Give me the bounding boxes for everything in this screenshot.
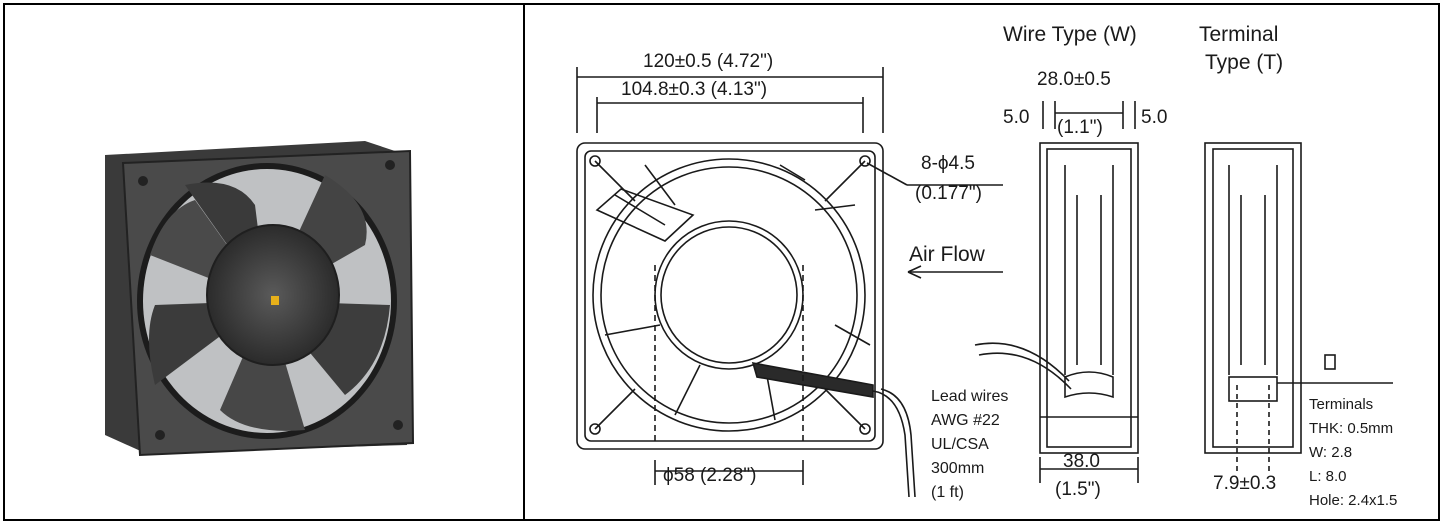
dim-inner-width-inch: (1.1") bbox=[1057, 117, 1103, 138]
hole-spec: 8-ϕ4.5 bbox=[921, 153, 975, 174]
dim-inner-width: 28.0±0.5 bbox=[1037, 69, 1111, 90]
terminals-line-5: Hole: 2.4x1.5 bbox=[1309, 492, 1397, 509]
terminals-line-3: W: 2.8 bbox=[1309, 444, 1352, 461]
terminal-type-title-2: Type (T) bbox=[1205, 51, 1283, 74]
terminal-type-title-1: Terminal bbox=[1199, 23, 1278, 46]
dim-depth: 38.0 bbox=[1063, 451, 1100, 472]
dim-hole-pitch: 104.8±0.3 (4.13") bbox=[621, 79, 767, 100]
dimension-drawing: 120±0.5 (4.72") 104.8±0.3 (4.13") 8-ϕ4.5… bbox=[576, 23, 1397, 509]
hole-spec-inch: (0.177") bbox=[915, 183, 982, 204]
dim-side-left: 5.0 bbox=[1003, 107, 1029, 128]
lead-wires-line-4: 300mm bbox=[931, 460, 984, 477]
hub-diameter: ϕ58 (2.28") bbox=[663, 465, 756, 486]
dim-depth-inch: (1.5") bbox=[1055, 479, 1101, 500]
terminals-line-2: THK: 0.5mm bbox=[1309, 420, 1393, 437]
dim-frame-width: 120±0.5 (4.72") bbox=[643, 51, 773, 72]
wire-type-title: Wire Type (W) bbox=[1003, 23, 1137, 46]
lead-wires-line-1: Lead wires bbox=[931, 388, 1008, 405]
terminals-line-1: Terminals bbox=[1309, 396, 1373, 413]
terminals-line-4: L: 8.0 bbox=[1309, 468, 1347, 485]
lead-wires-line-3: UL/CSA bbox=[931, 436, 989, 453]
air-flow-label: Air Flow bbox=[909, 243, 986, 266]
dim-terminal-pitch: 7.9±0.3 bbox=[1213, 473, 1276, 494]
fan-photo-panel bbox=[3, 3, 525, 521]
lead-wires-line-2: AWG #22 bbox=[931, 412, 1000, 429]
dim-side-right: 5.0 bbox=[1141, 107, 1167, 128]
technical-drawing-panel: 120±0.5 (4.72") 104.8±0.3 (4.13") 8-ϕ4.5… bbox=[525, 3, 1440, 521]
lead-wires-line-5: (1 ft) bbox=[931, 484, 964, 501]
fan-photo bbox=[105, 141, 415, 457]
